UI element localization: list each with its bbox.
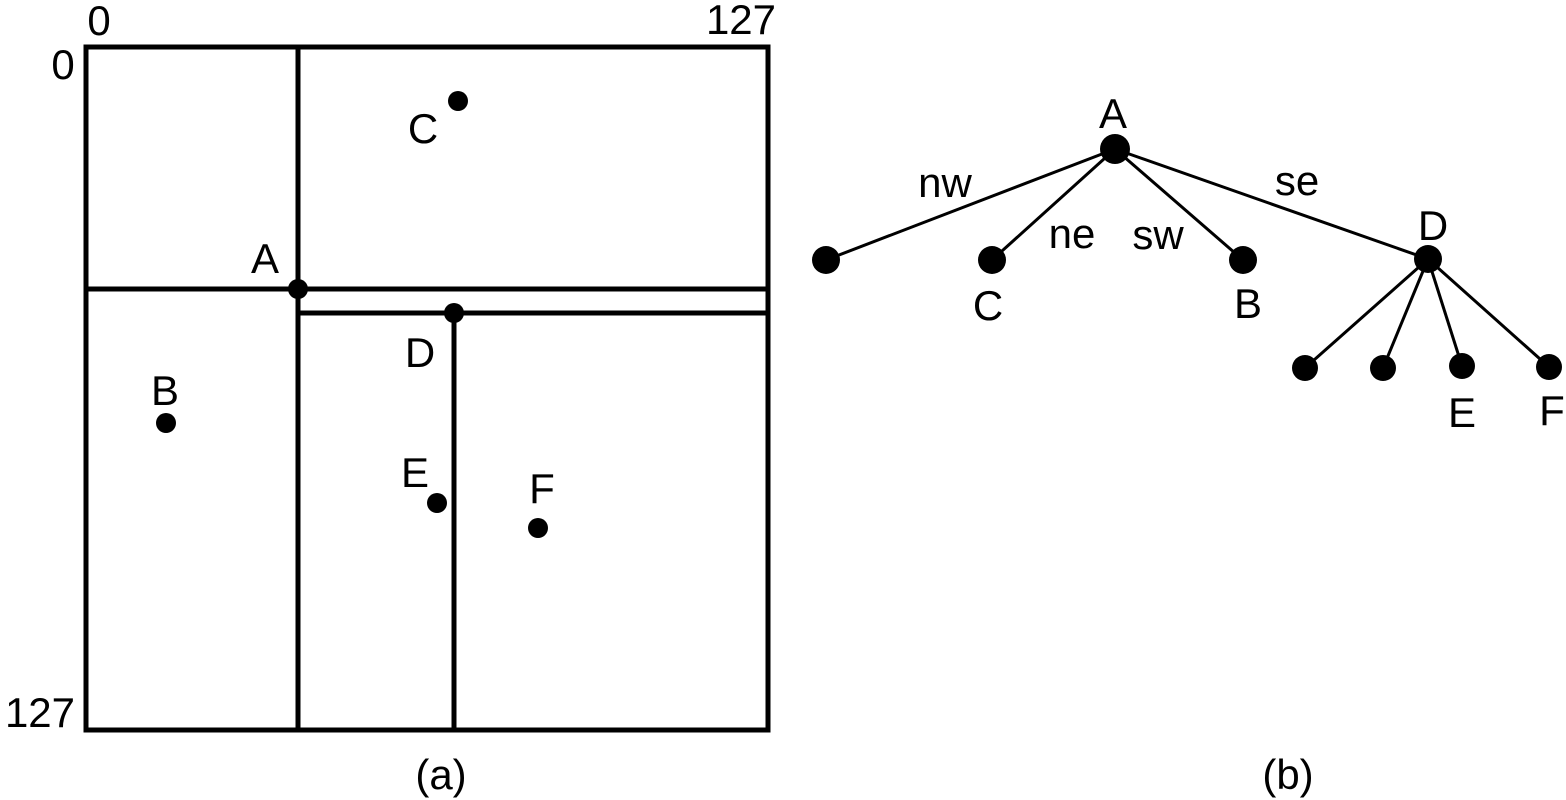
point-b-label: B <box>151 367 179 414</box>
edge-label-ne: ne <box>1049 210 1096 257</box>
point-a-label: A <box>251 235 279 282</box>
tree-node-a <box>1100 134 1130 164</box>
edge-label-nw: nw <box>918 159 972 206</box>
point-f-label: F <box>529 465 555 512</box>
tree-node-c <box>978 246 1006 274</box>
figure-a-caption: (a) <box>415 751 466 798</box>
point-c-dot <box>448 91 468 111</box>
edge-label-sw: sw <box>1132 211 1184 258</box>
tree-node-a-nw-empty <box>812 246 840 274</box>
coord-label-row-max: 127 <box>5 689 75 736</box>
tree-node-d-ne-empty <box>1370 355 1396 381</box>
point-d-dot <box>444 303 464 323</box>
edge-label-se: se <box>1275 157 1319 204</box>
tree-node-b <box>1229 246 1257 274</box>
point-b-dot <box>156 413 176 433</box>
tree-node-e <box>1449 353 1475 379</box>
edge-d-ne <box>1381 258 1430 369</box>
tree-node-f <box>1536 354 1562 380</box>
tree-node-d-label: D <box>1418 202 1448 249</box>
tree-node-e-label: E <box>1448 389 1476 436</box>
edge-a-ne <box>990 147 1117 262</box>
coord-label-col-min: 0 <box>87 0 110 44</box>
point-c-label: C <box>408 105 438 152</box>
figure-b-quadtree: nw ne sw se A C B D E F (b) <box>812 90 1565 798</box>
point-e-label: E <box>401 449 429 496</box>
tree-node-d-nw-empty <box>1292 355 1318 381</box>
edge-a-sw <box>1114 147 1244 262</box>
tree-node-b-label: B <box>1234 280 1262 327</box>
figure-b-caption: (b) <box>1262 751 1313 798</box>
point-e-dot <box>427 493 447 513</box>
point-f-dot <box>528 518 548 538</box>
edge-d-sw <box>1426 258 1464 367</box>
space-border <box>83 44 771 733</box>
point-d-label: D <box>405 329 435 376</box>
coord-label-row-min: 0 <box>51 41 74 88</box>
point-a-dot <box>288 279 308 299</box>
tree-node-c-label: C <box>973 282 1003 329</box>
figure-a-space-decomposition: 0 127 0 127 A B C D E F (a) <box>5 0 776 798</box>
coord-label-col-max: 127 <box>706 0 776 43</box>
tree-node-f-label: F <box>1539 387 1565 434</box>
tree-node-d <box>1414 245 1442 273</box>
edge-a-nw <box>825 147 1116 262</box>
edge-a-se <box>1114 147 1429 261</box>
tree-node-a-label: A <box>1099 90 1127 137</box>
edge-d-se <box>1427 257 1550 369</box>
edge-d-nw <box>1304 257 1429 370</box>
